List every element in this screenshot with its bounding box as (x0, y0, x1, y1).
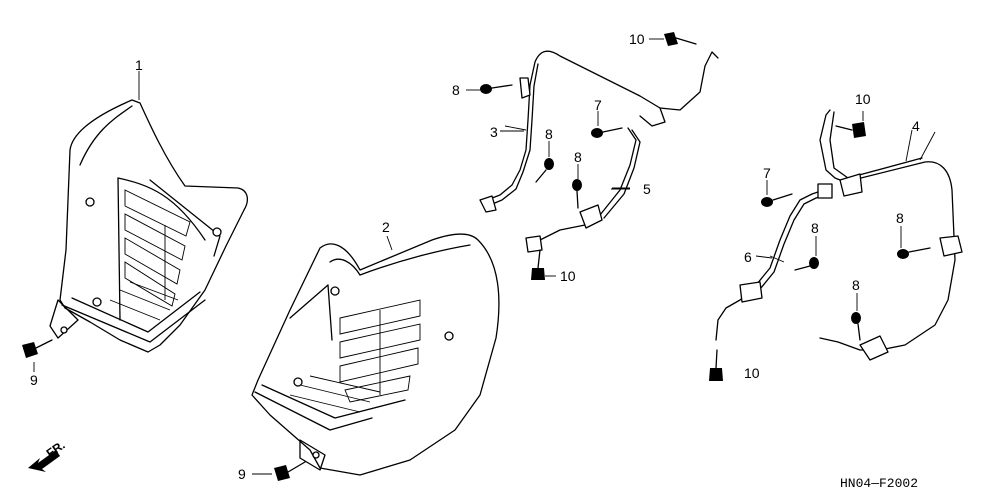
label-part-9-left: 9 (30, 372, 38, 388)
label-part-8-right-a: 8 (811, 220, 819, 236)
label-part-7-mid: 7 (594, 97, 602, 113)
bolt-10-top (664, 32, 697, 46)
label-part-4: 4 (912, 118, 920, 134)
label-part-8-top: 8 (452, 82, 460, 98)
bolt-9-bottom (274, 461, 306, 481)
stay-5 (525, 127, 641, 253)
label-part-8-mid-a: 8 (545, 126, 553, 142)
label-part-3: 3 (490, 124, 498, 140)
bolt-8-right-c (851, 312, 861, 341)
label-part-8-right-b: 8 (896, 210, 904, 226)
label-part-1: 1 (135, 57, 143, 73)
front-direction-arrow (28, 450, 60, 472)
label-part-2: 2 (382, 219, 390, 235)
leader-lines (33, 38, 913, 475)
bolt-8-mid-a (535, 158, 554, 183)
bolt-8-right-b (794, 257, 819, 271)
stay-4 (819, 109, 963, 361)
label-part-10-right-top: 10 (855, 91, 871, 107)
bolt-7-right (761, 193, 793, 207)
bolt-10-mid (531, 249, 545, 280)
bolt-10-right-bottom (709, 349, 723, 381)
label-part-10-top: 10 (629, 31, 645, 47)
label-part-9-bottom: 9 (238, 466, 246, 482)
mud-guard-right (251, 233, 500, 476)
bolt-8-top (480, 84, 513, 94)
label-part-8-mid-b: 8 (574, 149, 582, 165)
bolt-10-right-top (835, 122, 866, 138)
mud-guard-left (49, 71, 249, 353)
stay-6 (715, 183, 833, 341)
label-part-8-right-c: 8 (852, 277, 860, 293)
bolt-8-right-a (897, 247, 931, 259)
label-part-10-mid: 10 (560, 268, 576, 284)
bolt-7-mid (591, 127, 623, 138)
diagram-code: HN04—F2002 (840, 476, 918, 491)
label-part-10-right-bottom: 10 (744, 365, 760, 381)
stay-3 (479, 50, 719, 213)
label-part-6: 6 (744, 249, 752, 265)
bolt-8-mid-b (572, 179, 582, 209)
bolt-9-left (22, 339, 53, 358)
label-part-5: 5 (643, 181, 651, 197)
label-part-7-right: 7 (763, 165, 771, 181)
